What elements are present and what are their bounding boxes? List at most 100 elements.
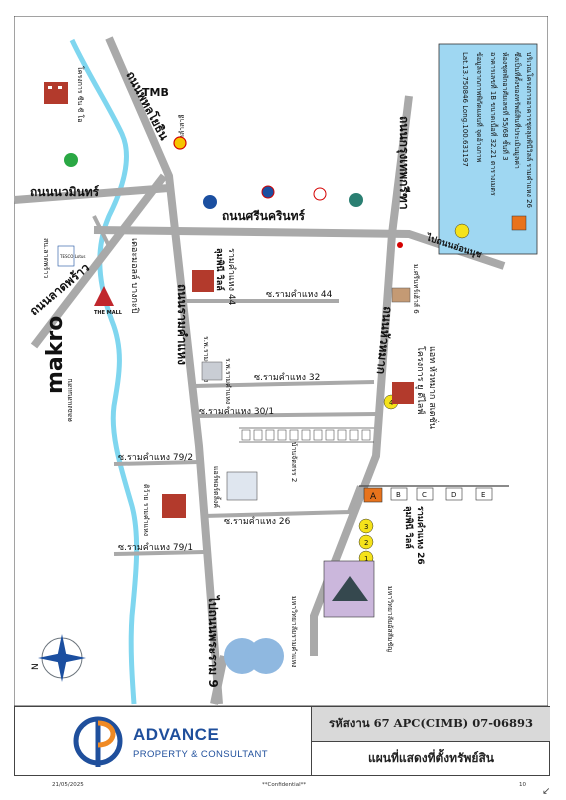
marker-4: 4: [389, 399, 394, 407]
compass-label: N: [31, 663, 41, 670]
canal: [69, 38, 140, 705]
legend-line-2: ซึ่งเป็นที่ตั้งของทรัพย์สินที่ประเมินมูล…: [513, 52, 524, 169]
tesco-label: TESCO Lotus: [59, 254, 86, 259]
place-the-mall: เดอะมอลล์ บางกะปิ: [129, 238, 141, 314]
place-project-life-sub: แอท หัวหมาก สเตชั่น: [427, 346, 440, 429]
page-footer: 21/05/2025 **Confidential** 10: [0, 780, 566, 800]
ptt-icon: [261, 185, 275, 199]
station-e-label: E: [481, 491, 485, 499]
legend-yellow-swatch: [454, 223, 470, 239]
legend-line-6: Lat.13.750846 Long.100.631197: [461, 52, 469, 167]
legend-line-3: ห้องชุดพักอาศัยเลขที่ 55/68 ชั้นที่ 3: [501, 52, 512, 161]
footer-date: 21/05/2025: [52, 782, 84, 788]
ladder-line: [239, 427, 374, 443]
soi-32-road: [193, 380, 375, 388]
marker-3: 3: [364, 523, 368, 531]
place-assumption: มหาวิทยาลัยอัสสัมชัญ: [386, 586, 394, 652]
place-project-life: โครงการ ยู ดีไลฟ์: [415, 346, 427, 415]
job-code: รหัสงาน 67 APC(CIMB) 07-06893: [312, 707, 550, 742]
university-logo: [224, 638, 284, 674]
station-d-label: D: [451, 491, 456, 499]
legend-line-5: ข้อมูลจากภาพพิกัดแผนที่ จุดอ้างภาพ: [475, 52, 484, 163]
place-lumpini-villa: ลุมพินี วิลล์: [214, 248, 226, 291]
makro-logo: makro: [43, 316, 68, 394]
soi-26-label: ซ.รามคำแหง 26: [224, 516, 291, 527]
soi-79-2-label: ซ.รามคำแหง 79/2: [118, 452, 193, 463]
brand-name: ADVANCE: [133, 725, 220, 744]
soi-spur: [92, 215, 111, 247]
location-map: A B C D E 3 2 1 4 บริเวณโครงการอาคารชุดล…: [14, 16, 548, 706]
shell-icon: [173, 136, 187, 150]
road-krungthep: [388, 95, 413, 235]
teal-icon: [349, 193, 363, 207]
place-srinthani: ม.ศรีนทร์เฮ้าส์ 6: [412, 264, 420, 314]
airport-link-building: [226, 471, 258, 501]
brand-subtitle: PROPERTY & CONSULTANT: [133, 749, 268, 760]
soi-26-road: [203, 485, 361, 518]
legend-line-4: อาคารเลขที่ 1B ขนาดเนื้อที่ 32.21 ตารางเ…: [489, 52, 500, 196]
place-ban-soi: บ้านจัดสรร 2: [290, 442, 298, 482]
intersection-label: แยกลำสาลี: [178, 114, 186, 148]
station-a-label: A: [370, 492, 377, 502]
place-khlong: คลองแสนแสบ: [66, 379, 74, 422]
soi-79-1-road: [113, 550, 205, 556]
soi-44-label: ซ.รามคำแหง 44: [266, 289, 333, 300]
road-ladprao-diag: [30, 173, 168, 349]
traffic-lights-icon: [397, 242, 403, 248]
road-label-krungthep: ถนนกรุงเทพกรีฑา: [396, 116, 411, 210]
road-phahon: [105, 36, 223, 705]
place-sitho: ดิว้าย รามคำแหง: [142, 484, 150, 536]
logo-area: ADVANCE PROPERTY & CONSULTANT: [15, 707, 311, 775]
building-icon-sitho: [162, 494, 186, 518]
building-icon-project: [392, 382, 414, 404]
footer-page-number: 10: [519, 782, 526, 788]
house-icon: [391, 287, 411, 303]
bank-blue-icon: [203, 195, 217, 209]
place-hospital: ร.พ.รามคำแหง: [202, 336, 210, 382]
building-icon-top: [44, 82, 68, 104]
soi-30-1-label: ซ.รามคำแหง 30/1: [199, 406, 274, 417]
corner-arrow-icon[interactable]: ↙: [542, 786, 551, 797]
title-block: ADVANCE PROPERTY & CONSULTANT รหัสงาน 67…: [14, 706, 550, 776]
tmb-logo: TMB: [142, 86, 169, 99]
compass-rose: [38, 634, 86, 682]
place-lumpini-villa-sub: รามคำแหง 44: [226, 248, 237, 306]
map-frame: A B C D E 3 2 1 4 บริเวณโครงการอาคารชุดล…: [14, 16, 548, 776]
road-huamark: [310, 233, 396, 656]
place-hospital-small: ร.พ.รามคำแหง: [224, 358, 232, 404]
road-srinakarin: [93, 226, 506, 270]
marker-2: 2: [364, 539, 368, 547]
road-label-rama9: ไปถนนพระราม 9: [206, 594, 221, 688]
road-rama9-end: [210, 655, 228, 705]
tesco-logo: [57, 245, 75, 267]
place-lumpini-villa-2-sub: รามคำแหง 26: [415, 506, 426, 565]
marker-1: 1: [364, 555, 368, 563]
advance-logo-icon: [73, 716, 123, 767]
road-label-ramkhamhaeng: ถนนรามคำแหง: [175, 284, 189, 365]
station-b-label: B: [396, 491, 401, 499]
map-title: แผนที่แสดงที่ตั้งทรัพย์สิน: [368, 750, 494, 765]
legend-line-1: บริเวณโครงการอาคารชุดลุมพินีวิลล์ รามคำแ…: [525, 52, 534, 209]
station-a-marker: [363, 487, 383, 503]
soi-32-label: ซ.รามคำแหง 32: [254, 372, 320, 383]
road-label-srinakarin: ถนนศรีนครินทร์: [222, 209, 306, 223]
soi-79-2-road: [113, 460, 200, 466]
the-mall-logo: THE MALL: [94, 310, 123, 316]
the-mall-icon: [94, 286, 114, 306]
soi-30-1-road: [196, 412, 377, 418]
place-airport-link: แอร์พอร์ตลิ้งค์: [212, 466, 223, 508]
code-area: รหัสงาน 67 APC(CIMB) 07-06893 แผนที่แสดง…: [311, 707, 550, 775]
place-condo-top: โครงการ ซีน ซี โอ: [76, 66, 85, 122]
bank-green-icon: [64, 153, 78, 167]
legend-orange-swatch: [511, 215, 527, 231]
place-lumpini-villa-2: ลุมพินี วิลล์: [403, 506, 415, 549]
station-c-label: C: [422, 491, 427, 499]
footer-confidential: **Confidential**: [262, 782, 307, 788]
esso-icon: [313, 187, 327, 201]
place-university: มหาวิทยาลัยรามคำแหง: [290, 596, 298, 668]
building-icon-lumpini: [192, 270, 214, 292]
road-label-nawamin: ถนนนวมินทร์: [30, 185, 100, 199]
soi-79-1-label: ซ.รามคำแหง 79/1: [118, 542, 193, 553]
place-ladprao: สน.ลาดพร้าว: [42, 238, 50, 278]
road-nawamin: [14, 184, 170, 204]
